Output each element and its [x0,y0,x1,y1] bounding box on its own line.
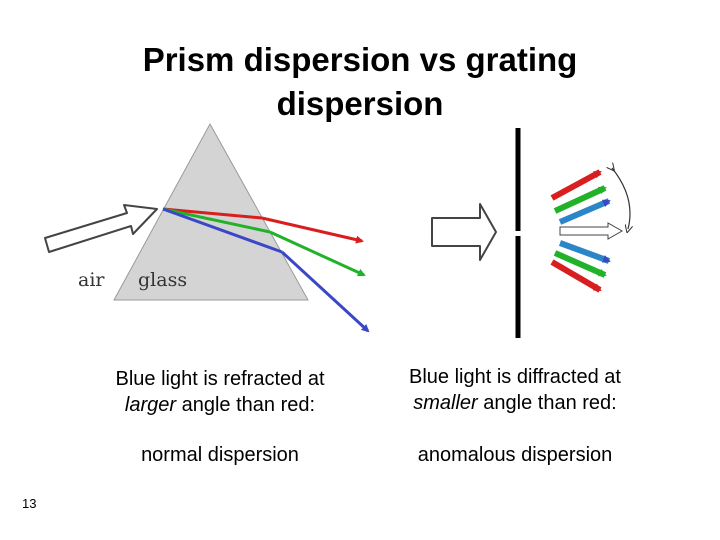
ray-red-exit [261,216,364,244]
left-caption: Blue light is refracted at larger angle … [80,366,360,418]
left-caption-line-1: Blue light is refracted at [115,368,325,390]
air-label: air [78,269,105,291]
prism-exit-rays [261,216,370,333]
diffraction-angle-arc [612,168,630,229]
upper-red-ray [550,169,602,201]
ray-red-internal [162,207,263,220]
grating-incident-arrow [431,203,497,261]
title-line-2: dispersion [276,85,444,122]
lower-blue-ray [558,240,611,264]
ray-green-internal [162,207,271,234]
left-caption-line-2: larger angle than red: [80,392,360,418]
lower-diffraction-order [550,240,611,293]
upper-green-ray [553,185,607,214]
ray-blue-internal [162,207,283,254]
left-caption-rest: angle than red: [176,394,316,416]
ray-green-exit [269,230,366,277]
right-caption-line-1: Blue light is diffracted at [409,366,621,388]
normal-dispersion-label: normal dispersion [141,444,299,466]
slide-title: Prism dispersion vs grating dispersion [60,38,660,126]
lower-red-ray [550,259,602,293]
right-caption-line-2: smaller angle than red: [375,390,655,416]
right-caption-emphasis: smaller [413,392,478,414]
ray-blue-exit [280,250,370,333]
upper-diffraction-order [550,169,611,225]
anomalous-dispersion-label: anomalous dispersion [417,444,613,466]
title-line-1: Prism dispersion vs grating [142,41,578,78]
upper-blue-ray [558,198,611,225]
incident-beam-arrow [44,204,158,253]
right-caption: Blue light is diffracted at smaller angl… [375,364,655,416]
right-caption-rest: angle than red: [477,392,617,414]
prism-internal-rays [162,207,283,254]
left-caption-emphasis: larger [124,394,177,416]
zero-order-arrow [559,222,624,240]
lower-green-ray [553,250,607,278]
slide-number: 13 [22,496,37,511]
glass-label: glass [138,269,187,291]
